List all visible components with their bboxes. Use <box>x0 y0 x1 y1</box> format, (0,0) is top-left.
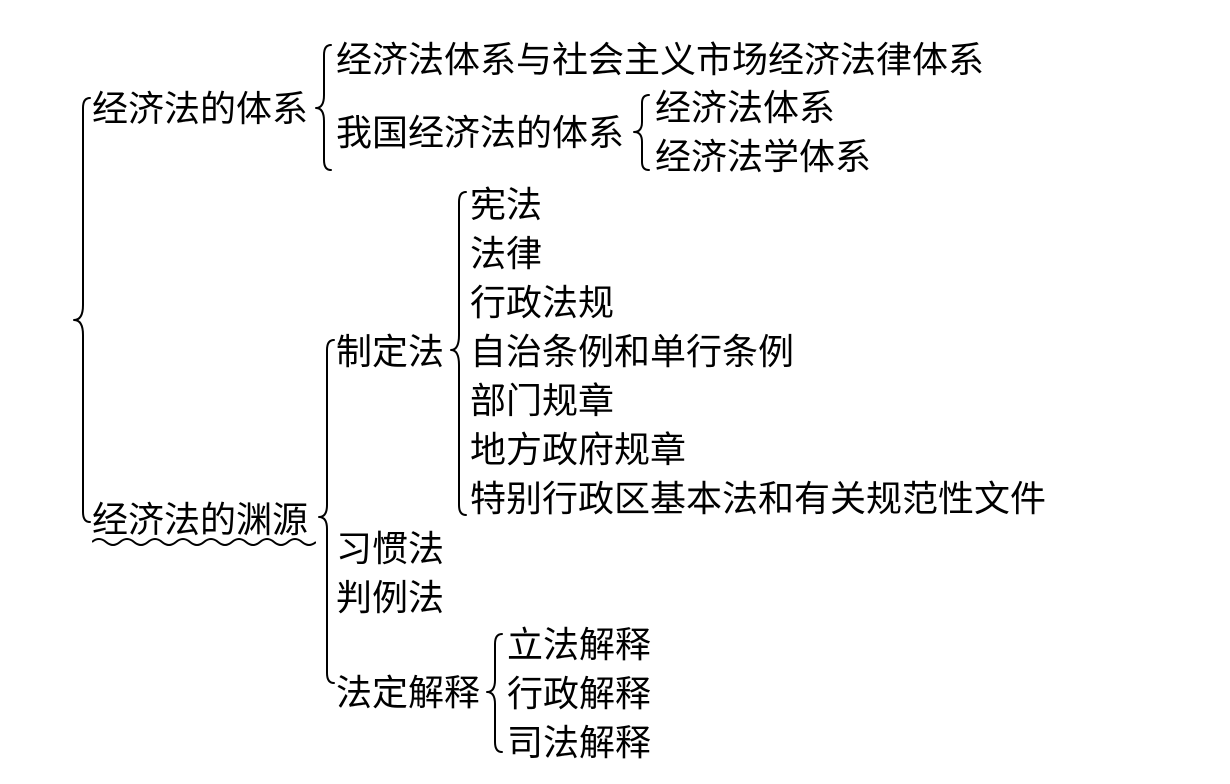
brace-interpretation <box>486 633 503 753</box>
node-china-system-child-1: 经济法体系 <box>655 88 836 129</box>
node-china-system-child-2: 经济法学体系 <box>655 137 872 178</box>
brace-china-system <box>633 94 650 171</box>
node-customary-law: 习惯法 <box>336 529 445 570</box>
node-interpretation-child-3: 司法解释 <box>507 723 652 764</box>
node-china-system: 我国经济法的体系 <box>336 113 625 154</box>
brace-sources <box>318 339 335 684</box>
node-economic-law-system: 经济法的体系 <box>92 89 309 130</box>
node-enacted-child-2: 法律 <box>470 234 543 275</box>
node-case-law: 判例法 <box>336 578 445 619</box>
node-enacted-child-6: 地方政府规章 <box>470 430 687 471</box>
node-enacted-law: 制定法 <box>336 332 445 373</box>
brace-root <box>73 97 91 523</box>
node-enacted-child-7: 特别行政区基本法和有关规范性文件 <box>470 479 1047 520</box>
node-enacted-child-5: 部门规章 <box>470 381 615 422</box>
node-legal-interpretation: 法定解释 <box>336 673 481 714</box>
node-economic-law-sources: 经济法的渊源 <box>92 500 309 541</box>
node-enacted-child-1: 宪法 <box>470 185 543 226</box>
wavy-underline <box>92 538 316 546</box>
brace-system <box>315 44 332 171</box>
brace-enacted <box>450 191 467 516</box>
node-enacted-child-3: 行政法规 <box>470 283 615 324</box>
node-enacted-child-4: 自治条例和单行条例 <box>470 332 795 373</box>
node-interpretation-child-2: 行政解释 <box>507 674 652 715</box>
node-system-relation: 经济法体系与社会主义市场经济法律体系 <box>336 40 985 81</box>
node-interpretation-child-1: 立法解释 <box>507 625 652 666</box>
